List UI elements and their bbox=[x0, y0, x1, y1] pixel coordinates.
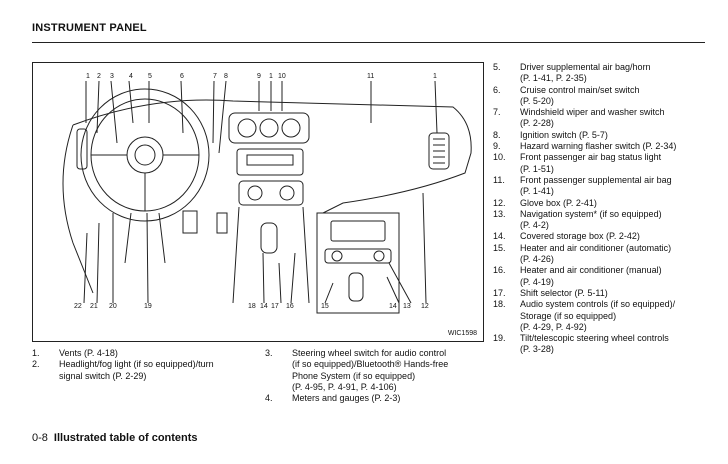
item-text: Driver supplemental air bag/horn (P. 1-4… bbox=[520, 62, 651, 84]
list-item: 2. Headlight/fog light (if so equipped)/… bbox=[32, 359, 252, 382]
item-number: 6. bbox=[493, 84, 501, 95]
item-text: Headlight/fog light (if so equipped)/tur… bbox=[59, 359, 214, 381]
page-number: 0-8 bbox=[32, 432, 48, 444]
callout-top: 11 bbox=[367, 73, 375, 80]
item-number: 8. bbox=[493, 129, 501, 140]
item-text: Glove box (P. 2-41) bbox=[520, 197, 597, 208]
item-text: Heater and air conditioner (automatic) (… bbox=[520, 242, 672, 265]
item-text: Meters and gauges (P. 2-3) bbox=[292, 393, 401, 404]
callout-bottom: 16 bbox=[286, 303, 294, 310]
callout-top: 1 bbox=[269, 73, 273, 80]
item-number: 3. bbox=[265, 348, 273, 358]
instrument-panel-illustration: 1 2 3 4 5 6 7 8 9 1 10 11 1 22 21 20 19 … bbox=[32, 62, 484, 342]
item-number: 17. bbox=[493, 287, 506, 298]
list-item: 19. Tilt/telescopic steering wheel contro… bbox=[493, 333, 708, 356]
item-text: Ignition switch (P. 5-7) bbox=[520, 129, 608, 140]
list-item: 11. Front passenger supplemental air bag … bbox=[493, 175, 708, 198]
callout-bottom: 22 bbox=[74, 303, 82, 310]
item-number: 1. bbox=[32, 348, 40, 358]
list-item: 13. Navigation system* (if so equipped) (… bbox=[493, 209, 708, 232]
item-text: Steering wheel switch for audio control … bbox=[292, 348, 449, 392]
list-left: 1. Vents (P. 4-18) 2. Headlight/fog ligh… bbox=[32, 348, 252, 382]
callout-bottom: 17 bbox=[271, 303, 279, 310]
list-right: 5. Driver supplemental air bag/horn (P. 1… bbox=[493, 62, 708, 356]
item-number: 2. bbox=[32, 359, 40, 370]
callout-top: 9 bbox=[257, 73, 261, 80]
list-item: 8. Ignition switch (P. 5-7) bbox=[493, 130, 708, 141]
item-text: Front passenger supplemental air bag (P.… bbox=[520, 174, 672, 197]
callout-top: 1 bbox=[86, 73, 90, 80]
callout-bottom: 15 bbox=[321, 303, 329, 310]
item-number: 7. bbox=[493, 107, 501, 118]
callout-bottom: 14 bbox=[260, 303, 268, 310]
callout-top: 7 bbox=[213, 73, 217, 80]
list-item: 17. Shift selector (P. 5-11) bbox=[493, 288, 708, 299]
callout-bottom: 13 bbox=[403, 303, 411, 310]
callout-bottom: 20 bbox=[109, 303, 117, 310]
callout-top: 4 bbox=[129, 73, 133, 80]
item-number: 14. bbox=[493, 231, 506, 242]
page-header-title: INSTRUMENT PANEL bbox=[32, 22, 147, 34]
item-text: Cruise control main/set switch (P. 5-20) bbox=[520, 84, 640, 106]
list-item: 7. Windshield wiper and washer switch (P.… bbox=[493, 107, 708, 130]
item-text: Windshield wiper and washer switch (P. 2… bbox=[520, 107, 665, 129]
item-number: 5. bbox=[493, 62, 501, 72]
item-number: 4. bbox=[265, 393, 273, 404]
callout-top: 10 bbox=[278, 73, 286, 80]
list-item: 9. Hazard warning flasher switch (P. 2-34… bbox=[493, 141, 708, 152]
item-text: Covered storage box (P. 2-42) bbox=[520, 231, 640, 242]
list-item: 12. Glove box (P. 2-41) bbox=[493, 198, 708, 209]
callout-top: 3 bbox=[110, 73, 114, 80]
dashboard-line-drawing bbox=[62, 80, 472, 314]
item-number: 19. bbox=[493, 333, 506, 344]
item-number: 13. bbox=[493, 208, 506, 219]
list-item: 18. Audio system controls (if so equipped… bbox=[493, 299, 708, 333]
section-title: Illustrated table of contents bbox=[53, 432, 198, 444]
callout-bottom: 12 bbox=[421, 303, 429, 310]
list-item: 15. Heater and air conditioner (automatic… bbox=[493, 243, 708, 266]
callout-bottom: 18 bbox=[248, 303, 256, 310]
callout-top: 2 bbox=[97, 73, 101, 80]
list-item: 14. Covered storage box (P. 2-42) bbox=[493, 231, 708, 242]
item-number: 10. bbox=[493, 152, 506, 163]
item-text: Hazard warning flasher switch (P. 2-34) bbox=[520, 141, 677, 152]
callout-bottom: 21 bbox=[90, 303, 98, 310]
callout-bottom: 14 bbox=[389, 303, 397, 310]
callout-top: 5 bbox=[148, 73, 152, 80]
page-footer: 0-8 Illustrated table of contents bbox=[32, 432, 198, 444]
list-item: 16. Heater and air conditioner (manual) (… bbox=[493, 265, 708, 288]
callout-top: 8 bbox=[224, 73, 228, 80]
list-item: 5. Driver supplemental air bag/horn (P. 1… bbox=[493, 62, 708, 85]
list-item: 10. Front passenger air bag status light … bbox=[493, 152, 708, 175]
item-number: 11. bbox=[493, 174, 505, 185]
figure-code: WIC1598 bbox=[447, 330, 477, 337]
item-text: Navigation system* (if so equipped) (P. … bbox=[520, 208, 662, 231]
item-text: Tilt/telescopic steering wheel controls … bbox=[520, 333, 669, 355]
callout-top: 1 bbox=[433, 73, 437, 80]
item-text: Front passenger air bag status light (P.… bbox=[520, 152, 662, 174]
item-text: Vents (P. 4-18) bbox=[59, 348, 118, 358]
list-item: 4. Meters and gauges (P. 2-3) bbox=[265, 393, 487, 404]
item-number: 12. bbox=[493, 197, 506, 208]
list-middle: 3. Steering wheel switch for audio contr… bbox=[265, 348, 487, 404]
item-text: Heater and air conditioner (manual) (P. … bbox=[520, 265, 662, 287]
item-text: Audio system controls (if so equipped)/ … bbox=[520, 299, 676, 332]
callout-bottom: 19 bbox=[144, 303, 152, 310]
header-rule bbox=[32, 42, 705, 43]
item-number: 9. bbox=[493, 141, 501, 152]
list-item: 3. Steering wheel switch for audio contr… bbox=[265, 348, 487, 393]
list-item: 1. Vents (P. 4-18) bbox=[32, 348, 252, 359]
list-item: 6. Cruise control main/set switch (P. 5-2… bbox=[493, 85, 708, 108]
item-number: 18. bbox=[493, 299, 506, 310]
callout-top: 6 bbox=[180, 73, 184, 80]
item-number: 15. bbox=[493, 242, 506, 253]
item-number: 16. bbox=[493, 265, 506, 276]
item-text: Shift selector (P. 5-11) bbox=[520, 287, 608, 298]
